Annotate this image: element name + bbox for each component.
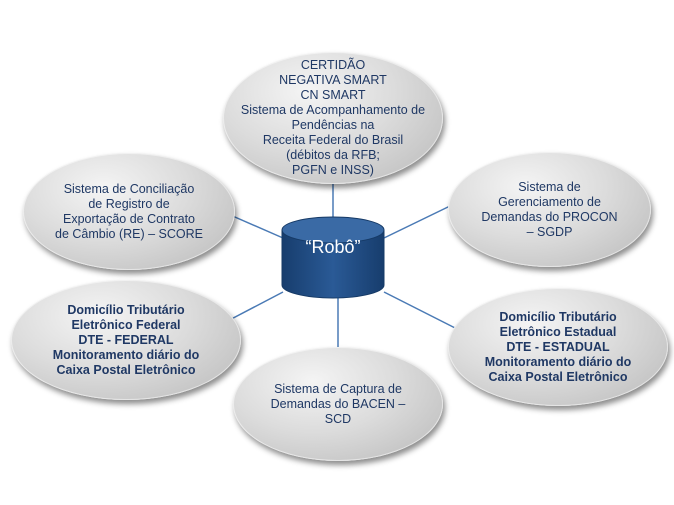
node-score-text: Sistema de Conciliação de Registro de Ex…	[55, 181, 203, 241]
node-bacen-text: Sistema de Captura de Demandas do BACEN …	[270, 381, 406, 426]
robo-hub-cylinder	[281, 216, 385, 299]
node-procon-text: Sistema de Gerenciamento de Demandas do …	[481, 179, 618, 239]
node-certidao-negativa: CERTIDÃO NEGATIVA SMART CN SMART Sistema…	[223, 52, 443, 184]
connector-procon	[383, 205, 451, 239]
node-dte-estadual: Domicílio Tributário Eletrônico Estadual…	[448, 288, 668, 406]
node-procon: Sistema de Gerenciamento de Demandas do …	[448, 152, 651, 267]
connector-dte-estadual	[383, 291, 466, 334]
node-bacen: Sistema de Captura de Demandas do BACEN …	[233, 347, 443, 461]
node-dte-federal-text: Domicílio Tributário Eletrônico Federal …	[52, 302, 200, 377]
node-certidao-text: CERTIDÃO NEGATIVA SMART CN SMART Sistema…	[240, 58, 426, 177]
node-dte-federal: Domicílio Tributário Eletrônico Federal …	[11, 280, 241, 400]
node-score: Sistema de Conciliação de Registro de Ex…	[23, 153, 235, 270]
node-dte-estadual-text: Domicílio Tributário Eletrônico Estadual…	[484, 309, 632, 384]
connector-score	[227, 213, 284, 239]
robo-hub-label: “Robô”	[305, 237, 361, 257]
